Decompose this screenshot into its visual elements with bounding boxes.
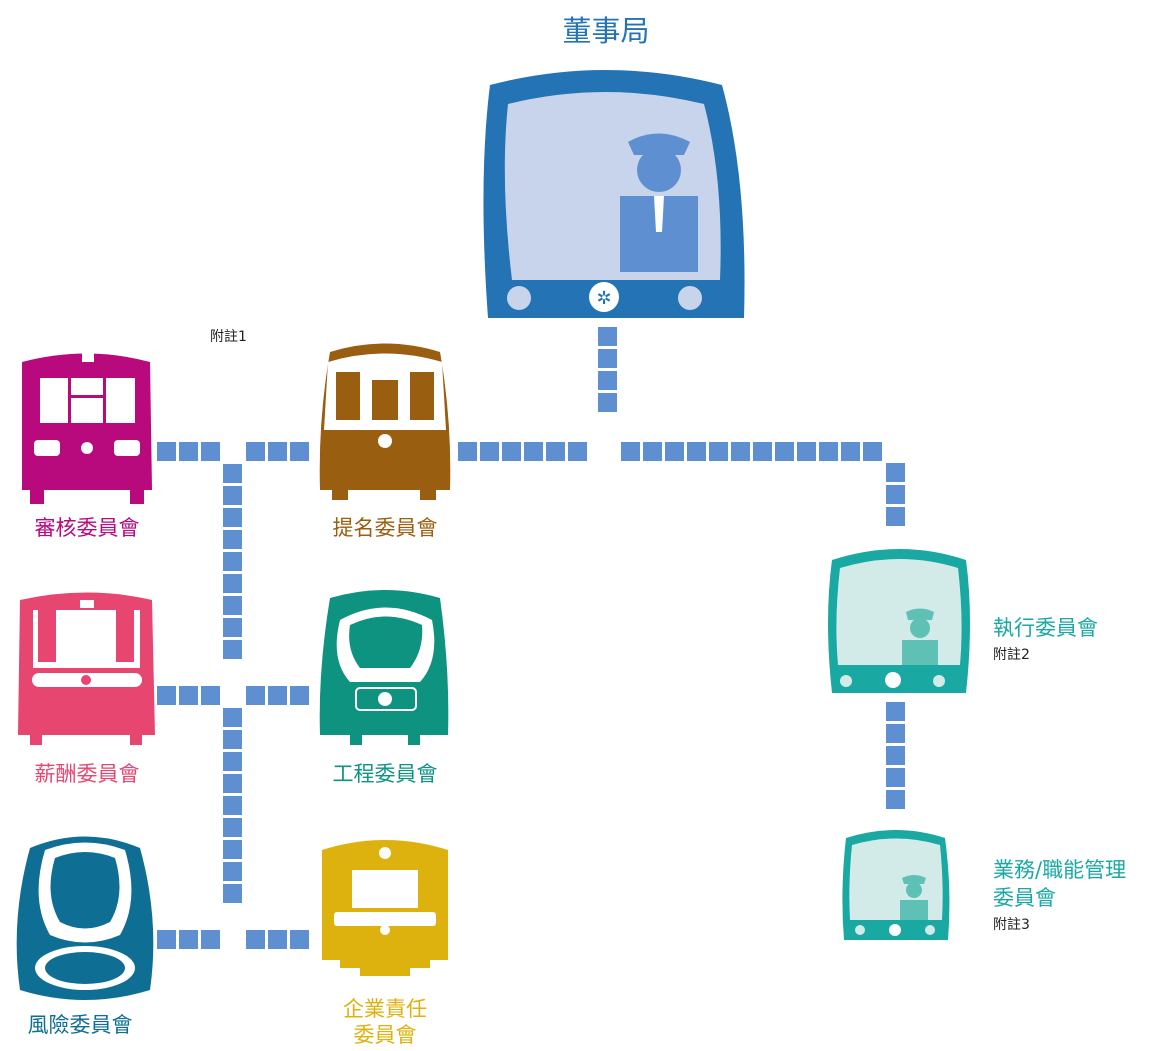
track-block bbox=[665, 442, 684, 461]
nomination-train-icon bbox=[319, 343, 451, 500]
track-block bbox=[223, 464, 242, 483]
track-block bbox=[863, 442, 882, 461]
track-block bbox=[223, 530, 242, 549]
track-block bbox=[223, 796, 242, 815]
remuneration-train-icon bbox=[18, 592, 155, 745]
track-block bbox=[568, 442, 587, 461]
note-3: 附註3 bbox=[993, 917, 1030, 933]
track-block bbox=[753, 442, 772, 461]
board-train-icon: ✲ bbox=[483, 70, 745, 318]
track-block bbox=[157, 686, 176, 705]
track-block bbox=[223, 840, 242, 859]
track-block bbox=[598, 327, 617, 346]
csr-train-icon bbox=[322, 840, 448, 976]
note-2: 附註2 bbox=[993, 647, 1030, 663]
board-label: 董事局 bbox=[562, 14, 650, 48]
track-block bbox=[179, 686, 198, 705]
track-block bbox=[886, 724, 905, 743]
remuneration-committee-label: 薪酬委員會 bbox=[34, 762, 140, 786]
executive-train-icon bbox=[828, 549, 970, 693]
track-block bbox=[268, 686, 287, 705]
track-block bbox=[886, 485, 905, 504]
track-block bbox=[290, 686, 309, 705]
track-block bbox=[223, 774, 242, 793]
track-block bbox=[223, 818, 242, 837]
track-block bbox=[886, 463, 905, 482]
risk-committee-label: 風險委員會 bbox=[27, 1013, 133, 1037]
track-block bbox=[841, 442, 860, 461]
csr-committee-label-line2: 委員會 bbox=[353, 1023, 417, 1047]
driver-icon bbox=[620, 133, 698, 272]
track-block bbox=[268, 930, 287, 949]
audit-committee-label: 審核委員會 bbox=[34, 516, 140, 540]
track-block bbox=[268, 442, 287, 461]
note-1: 附註1 bbox=[210, 329, 247, 345]
track-block bbox=[223, 552, 242, 571]
track-block bbox=[223, 884, 242, 903]
track-block bbox=[290, 930, 309, 949]
track-block bbox=[201, 442, 220, 461]
track-block bbox=[179, 930, 198, 949]
track-block bbox=[223, 640, 242, 659]
track-block bbox=[480, 442, 499, 461]
svg-text:✲: ✲ bbox=[596, 288, 611, 309]
track-block bbox=[201, 686, 220, 705]
track-block bbox=[458, 442, 477, 461]
track-block bbox=[546, 442, 565, 461]
track-block bbox=[886, 790, 905, 809]
risk-train-icon bbox=[16, 836, 154, 1000]
track-block bbox=[246, 442, 265, 461]
track-block bbox=[290, 442, 309, 461]
functional-committee-label-line1: 業務/職能管理 bbox=[993, 858, 1127, 882]
capital-works-committee-label: 工程委員會 bbox=[332, 762, 438, 786]
executive-committee-label: 執行委員會 bbox=[993, 616, 1098, 640]
track-block bbox=[775, 442, 794, 461]
audit-train-icon bbox=[22, 350, 152, 504]
track-block bbox=[223, 730, 242, 749]
track-block bbox=[223, 752, 242, 771]
track-block bbox=[223, 618, 242, 637]
track-block bbox=[797, 442, 816, 461]
track-block bbox=[886, 746, 905, 765]
track-block bbox=[598, 393, 617, 412]
track-block bbox=[201, 930, 220, 949]
track-block bbox=[621, 442, 640, 461]
track-block bbox=[157, 442, 176, 461]
track-block bbox=[223, 508, 242, 527]
track-block bbox=[223, 862, 242, 881]
track-block bbox=[598, 371, 617, 390]
track-block bbox=[524, 442, 543, 461]
track-block bbox=[223, 596, 242, 615]
track-block bbox=[886, 768, 905, 787]
nomination-committee-label: 提名委員會 bbox=[332, 516, 438, 540]
track-block bbox=[643, 442, 662, 461]
track-block bbox=[886, 702, 905, 721]
functional-train-icon bbox=[842, 830, 950, 940]
track-block bbox=[502, 442, 521, 461]
capital-works-train-icon bbox=[319, 590, 449, 745]
track-block bbox=[687, 442, 706, 461]
track-block bbox=[709, 442, 728, 461]
track-block bbox=[886, 507, 905, 526]
track-block bbox=[246, 686, 265, 705]
track-block bbox=[223, 486, 242, 505]
track-block bbox=[157, 930, 176, 949]
track-block bbox=[819, 442, 838, 461]
functional-committee-label-line2: 委員會 bbox=[993, 886, 1056, 910]
track-lines bbox=[157, 327, 905, 949]
track-block bbox=[598, 349, 617, 368]
track-block bbox=[223, 708, 242, 727]
track-block bbox=[223, 574, 242, 593]
csr-committee-label-line1: 企業責任 bbox=[343, 997, 427, 1021]
track-block bbox=[179, 442, 198, 461]
track-block bbox=[246, 930, 265, 949]
track-block bbox=[731, 442, 750, 461]
